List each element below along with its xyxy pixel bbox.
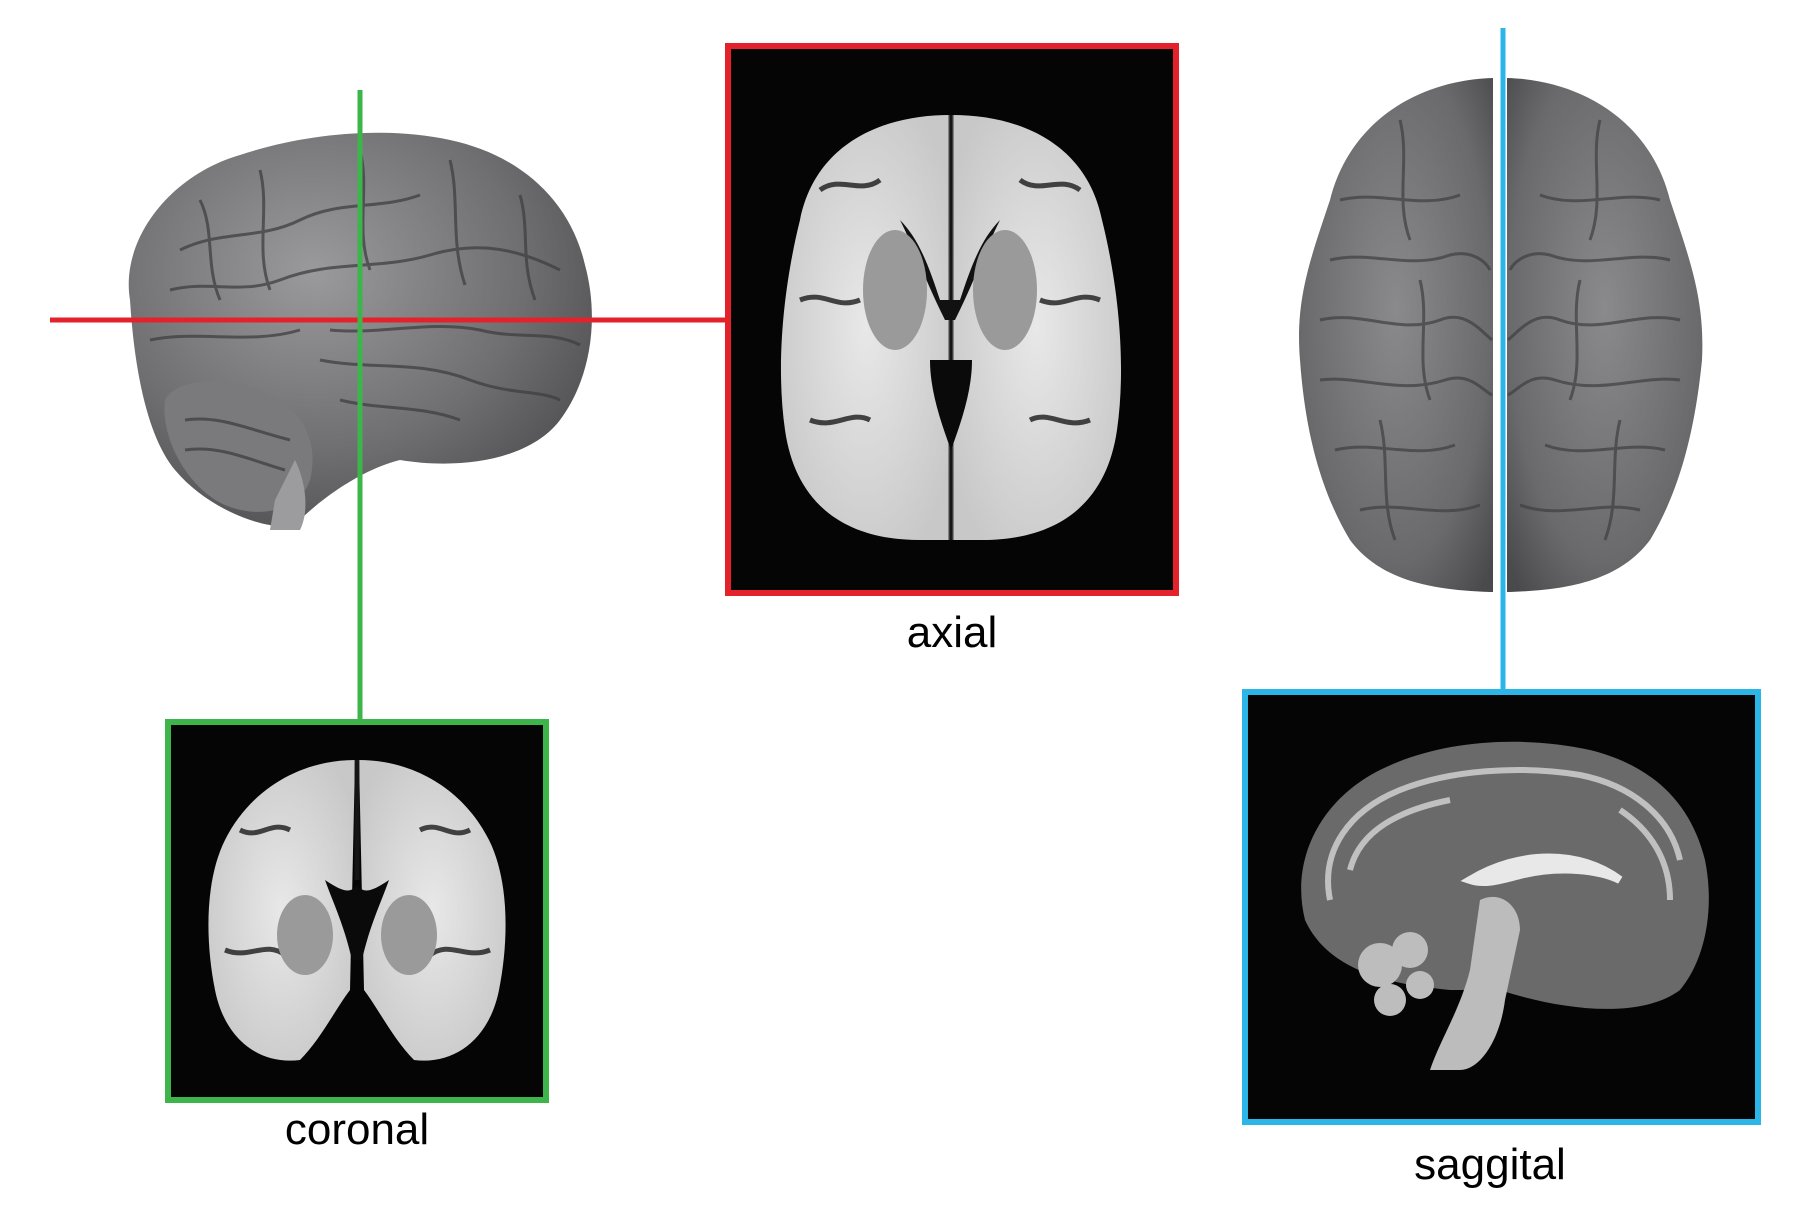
saggital-label: saggital bbox=[1414, 1140, 1566, 1189]
axial-label: axial bbox=[906, 608, 998, 657]
saggital-slice-image bbox=[1301, 741, 1709, 1070]
saggital-slice-panel bbox=[1242, 689, 1761, 1125]
axial-slice-image bbox=[780, 115, 1122, 540]
brain-top-view-icon bbox=[1299, 78, 1703, 592]
coronal-slice-image bbox=[208, 760, 506, 1061]
coronal-slice-panel bbox=[165, 719, 549, 1103]
coronal-label: coronal bbox=[284, 1105, 430, 1154]
axial-slice-panel bbox=[725, 43, 1179, 596]
